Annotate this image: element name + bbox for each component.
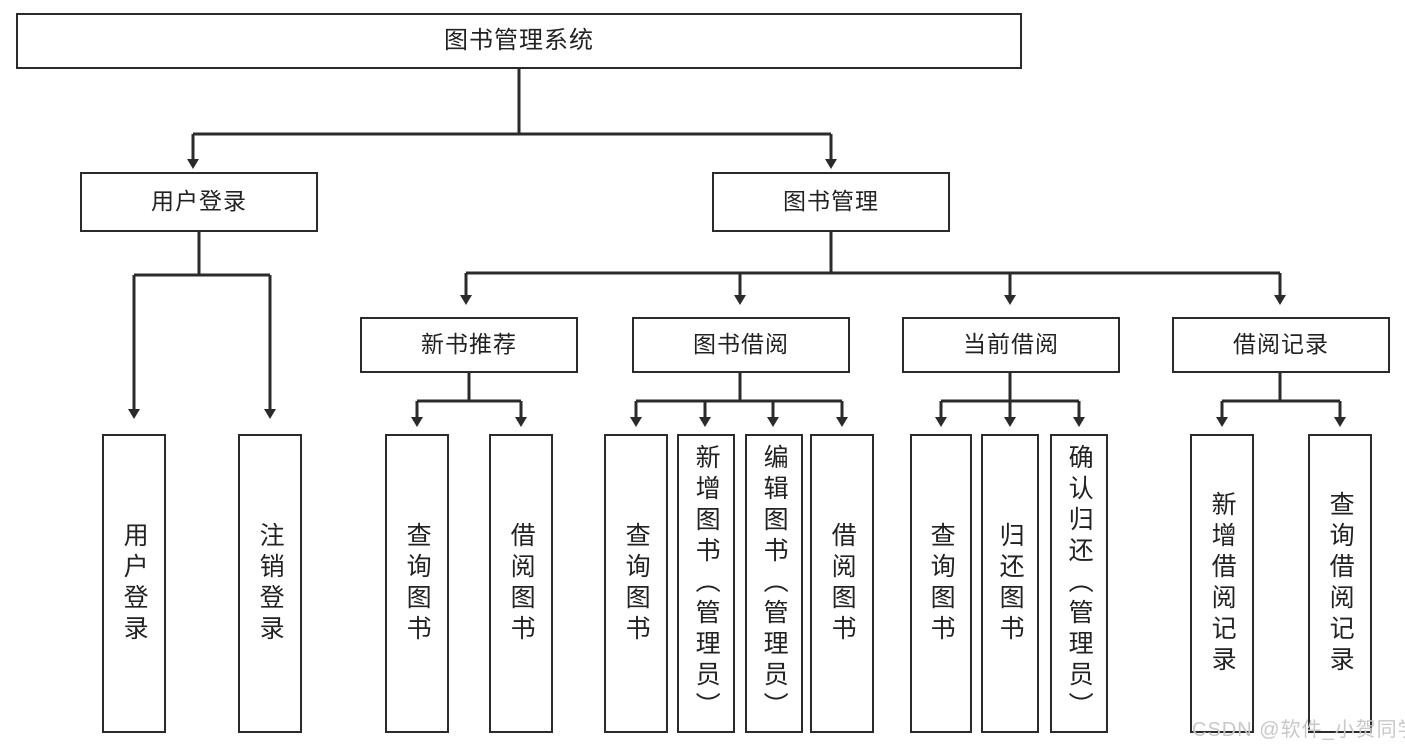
node-label: 用户登录 [120, 521, 149, 646]
node-label: 图书管理 [783, 188, 879, 215]
node-leaf-user-login[interactable]: 用户登录 [102, 434, 166, 733]
node-label: 确认归还（管理员） [1065, 444, 1094, 723]
node-leaf-logout-login[interactable]: 注销登录 [238, 434, 302, 733]
node-leaf-query-record[interactable]: 查询借阅记录 [1308, 434, 1372, 733]
node-label: 当前借阅 [963, 331, 1059, 358]
node-label: 查询图书 [927, 521, 956, 646]
node-label: 查询借阅记录 [1326, 490, 1355, 677]
node-label: 用户登录 [151, 188, 247, 215]
node-label: 借阅图书 [828, 521, 857, 646]
node-label: 借阅记录 [1233, 331, 1329, 358]
node-label: 编辑图书（管理员） [760, 444, 789, 723]
csdn-watermark: CSDN @软件_小贺同学 [1192, 719, 1405, 741]
node-borrow-record[interactable]: 借阅记录 [1172, 317, 1390, 373]
node-current-borrow[interactable]: 当前借阅 [902, 317, 1120, 373]
node-new-book-recommend[interactable]: 新书推荐 [360, 317, 578, 373]
node-label: 新增图书（管理员） [692, 444, 721, 723]
node-label: 查询图书 [403, 521, 432, 646]
node-label: 新书推荐 [421, 331, 517, 358]
node-user-login[interactable]: 用户登录 [80, 172, 318, 232]
node-label: 图书管理系统 [444, 26, 594, 54]
node-label: 归还图书 [996, 521, 1025, 646]
node-leaf-return-book[interactable]: 归还图书 [981, 434, 1039, 733]
node-book-borrow[interactable]: 图书借阅 [632, 317, 850, 373]
node-leaf-query-book-1[interactable]: 查询图书 [385, 434, 449, 733]
node-leaf-confirm-return[interactable]: 确认归还（管理员） [1050, 434, 1108, 733]
node-leaf-borrow-book-2[interactable]: 借阅图书 [810, 434, 874, 733]
node-leaf-add-record[interactable]: 新增借阅记录 [1190, 434, 1254, 733]
node-label: 图书借阅 [693, 331, 789, 358]
node-leaf-query-book-3[interactable]: 查询图书 [910, 434, 972, 733]
node-label: 新增借阅记录 [1208, 490, 1237, 677]
node-label: 借阅图书 [507, 521, 536, 646]
node-leaf-edit-book[interactable]: 编辑图书（管理员） [745, 434, 803, 733]
node-leaf-add-book[interactable]: 新增图书（管理员） [677, 434, 735, 733]
node-book-management[interactable]: 图书管理 [712, 172, 950, 232]
node-leaf-borrow-book-1[interactable]: 借阅图书 [489, 434, 553, 733]
node-root-system[interactable]: 图书管理系统 [16, 13, 1022, 69]
node-leaf-query-book-2[interactable]: 查询图书 [604, 434, 668, 733]
node-label: 查询图书 [622, 521, 651, 646]
node-label: 注销登录 [256, 521, 285, 646]
